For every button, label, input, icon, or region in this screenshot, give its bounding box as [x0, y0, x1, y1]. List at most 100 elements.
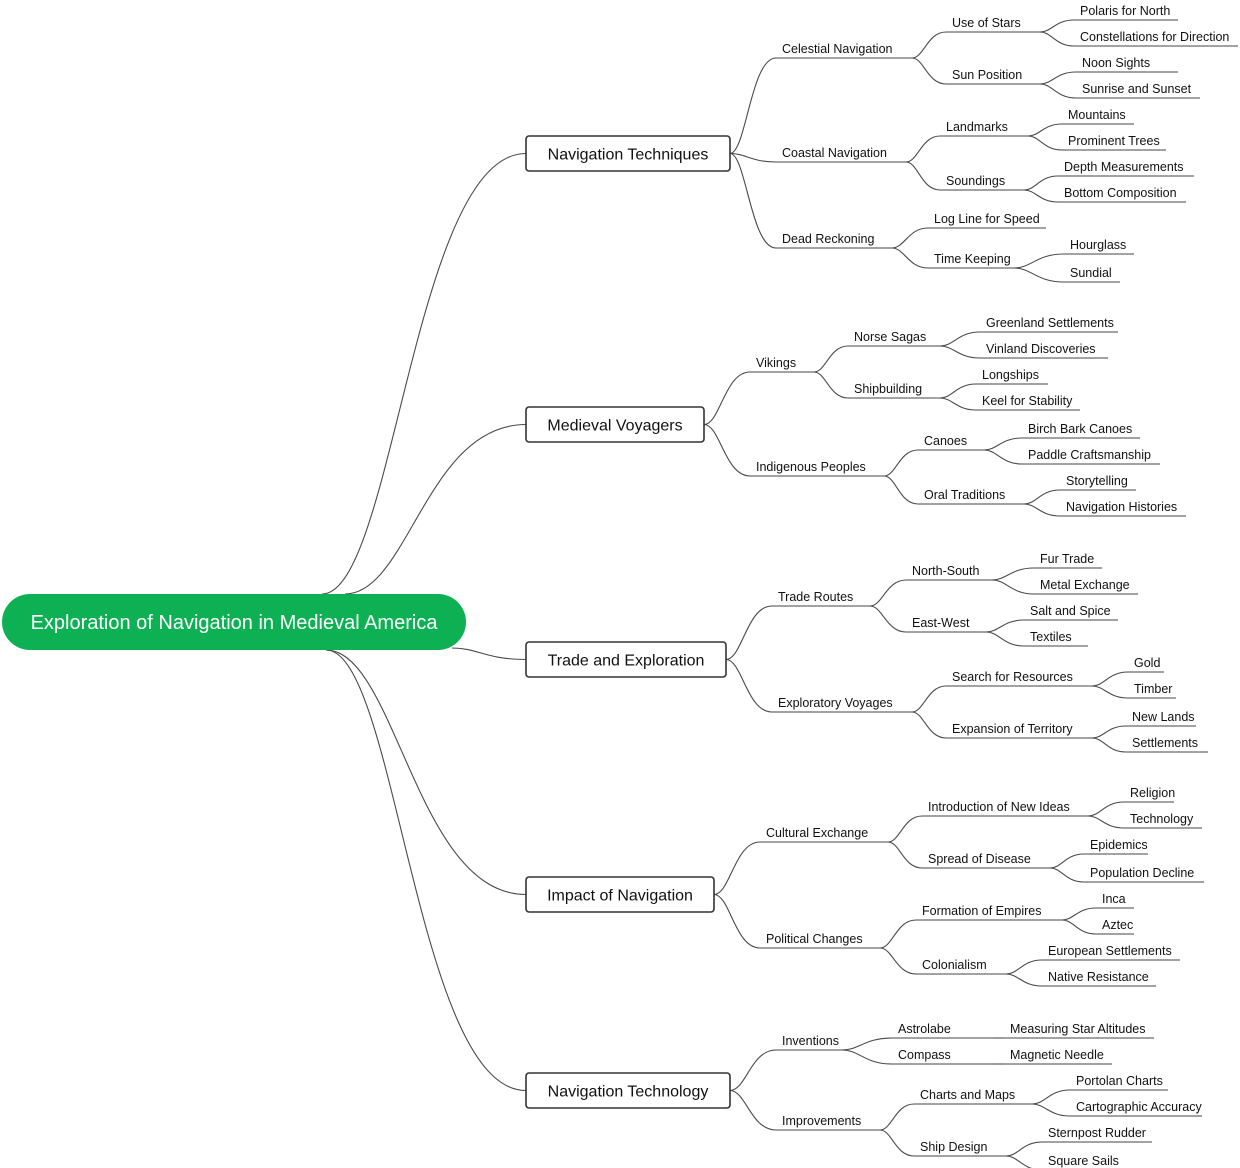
detail-greenland-settlements[interactable]: Greenland Settlements	[986, 316, 1114, 330]
subtopic-landmarks-edge	[905, 135, 941, 163]
detail-textiles[interactable]: Textiles	[1030, 630, 1072, 644]
detail-vinland-discoveries-edge	[939, 345, 981, 359]
detail-square-sails[interactable]: Square Sails	[1048, 1154, 1119, 1168]
detail-sundial[interactable]: Sundial	[1070, 266, 1112, 280]
topic-vikings[interactable]: Vikings	[756, 356, 796, 370]
detail-birch-bark-canoes[interactable]: Birch Bark Canoes	[1028, 422, 1132, 436]
subtopic-soundings[interactable]: Soundings	[946, 174, 1005, 188]
topic-inventions[interactable]: Inventions	[782, 1034, 839, 1048]
detail-vinland-discoveries[interactable]: Vinland Discoveries	[986, 342, 1096, 356]
subtopic-compass-edge	[841, 1049, 893, 1065]
detail-new-lands[interactable]: New Lands	[1132, 710, 1195, 724]
subtopic-astrolabe[interactable]: Astrolabe	[898, 1022, 951, 1036]
branch-impact-of-navigation[interactable]: Impact of Navigation	[525, 876, 715, 913]
detail-sternpost-rudder[interactable]: Sternpost Rudder	[1048, 1126, 1146, 1140]
detail-storytelling[interactable]: Storytelling	[1066, 474, 1128, 488]
detail-polaris-for-north-edge	[1039, 19, 1075, 33]
topic-exploratory-voyages[interactable]: Exploratory Voyages	[778, 696, 893, 710]
detail-aztec[interactable]: Aztec	[1102, 918, 1133, 932]
detail-navigation-histories[interactable]: Navigation Histories	[1066, 500, 1177, 514]
detail-portolan-charts[interactable]: Portolan Charts	[1076, 1074, 1163, 1088]
subtopic-log-line-for-speed[interactable]: Log Line for Speed	[934, 212, 1040, 226]
subtopic-landmarks[interactable]: Landmarks	[946, 120, 1008, 134]
root-node[interactable]: Exploration of Navigation in Medieval Am…	[2, 594, 466, 650]
detail-inca[interactable]: Inca	[1102, 892, 1126, 906]
detail-constellations-for-direction-edge	[1039, 31, 1075, 47]
subtopic-colonialism-edge	[879, 947, 917, 975]
detail-new-lands-edge	[1091, 725, 1127, 739]
detail-religion[interactable]: Religion	[1130, 786, 1175, 800]
topic-celestial-navigation[interactable]: Celestial Navigation	[782, 42, 893, 56]
detail-depth-measurements[interactable]: Depth Measurements	[1064, 160, 1184, 174]
detail-fur-trade[interactable]: Fur Trade	[1040, 552, 1094, 566]
branch-navigation-technology-box	[525, 1072, 731, 1109]
topic-coastal-navigation[interactable]: Coastal Navigation	[782, 146, 887, 160]
subtopic-canoes[interactable]: Canoes	[924, 434, 967, 448]
detail-epidemics-edge	[1049, 853, 1085, 869]
subtopic-east-west[interactable]: East-West	[912, 616, 970, 630]
subtopic-time-keeping[interactable]: Time Keeping	[934, 252, 1011, 266]
detail-gold[interactable]: Gold	[1134, 656, 1160, 670]
detail-paddle-craftsmanship-edge	[983, 449, 1023, 465]
detail-polaris-for-north[interactable]: Polaris for North	[1080, 4, 1170, 18]
detail-longships[interactable]: Longships	[982, 368, 1039, 382]
topic-improvements[interactable]: Improvements	[782, 1114, 861, 1128]
detail-cartographic-accuracy[interactable]: Cartographic Accuracy	[1076, 1100, 1203, 1114]
subtopic-norse-sagas[interactable]: Norse Sagas	[854, 330, 926, 344]
subtopic-sun-position[interactable]: Sun Position	[952, 68, 1022, 82]
branch-navigation-techniques[interactable]: Navigation Techniques	[525, 135, 731, 172]
subtopic-north-south[interactable]: North-South	[912, 564, 979, 578]
topic-dead-reckoning-edge	[729, 152, 777, 249]
detail-timber[interactable]: Timber	[1134, 682, 1172, 696]
subtopic-time-keeping-edge	[891, 247, 929, 269]
detail-native-resistance[interactable]: Native Resistance	[1048, 970, 1149, 984]
subtopic-ship-design[interactable]: Ship Design	[920, 1140, 987, 1154]
detail-population-decline[interactable]: Population Decline	[1090, 866, 1194, 880]
subtopic-search-for-resources[interactable]: Search for Resources	[952, 670, 1073, 684]
subtopic-charts-and-maps[interactable]: Charts and Maps	[920, 1088, 1015, 1102]
detail-keel-for-stability[interactable]: Keel for Stability	[982, 394, 1073, 408]
detail-sunrise-and-sunset[interactable]: Sunrise and Sunset	[1082, 82, 1192, 96]
subtopic-spread-of-disease[interactable]: Spread of Disease	[928, 852, 1031, 866]
branch-medieval-voyagers[interactable]: Medieval Voyagers	[525, 406, 705, 443]
detail-magnetic-needle[interactable]: Magnetic Needle	[1010, 1048, 1104, 1062]
topic-indigenous-peoples[interactable]: Indigenous Peoples	[756, 460, 866, 474]
detail-settlements[interactable]: Settlements	[1132, 736, 1198, 750]
subtopic-expansion-of-territory[interactable]: Expansion of Territory	[952, 722, 1073, 736]
detail-bottom-composition-edge	[1023, 189, 1059, 203]
subtopic-oral-traditions[interactable]: Oral Traditions	[924, 488, 1005, 502]
subtopic-shipbuilding[interactable]: Shipbuilding	[854, 382, 922, 396]
detail-european-settlements-edge	[1005, 959, 1043, 975]
detail-noon-sights-edge	[1039, 71, 1077, 85]
subtopic-introduction-of-new-ideas[interactable]: Introduction of New Ideas	[928, 800, 1070, 814]
detail-hourglass[interactable]: Hourglass	[1070, 238, 1126, 252]
branch-trade-and-exploration[interactable]: Trade and Exploration	[525, 641, 727, 678]
detail-metal-exchange[interactable]: Metal Exchange	[1040, 578, 1130, 592]
topic-political-changes[interactable]: Political Changes	[766, 932, 863, 946]
subtopic-formation-of-empires[interactable]: Formation of Empires	[922, 904, 1041, 918]
detail-constellations-for-direction[interactable]: Constellations for Direction	[1080, 30, 1229, 44]
detail-prominent-trees[interactable]: Prominent Trees	[1068, 134, 1160, 148]
subtopic-compass[interactable]: Compass	[898, 1048, 951, 1062]
branch-navigation-techniques-box	[525, 135, 731, 172]
detail-salt-and-spice[interactable]: Salt and Spice	[1030, 604, 1111, 618]
detail-bottom-composition[interactable]: Bottom Composition	[1064, 186, 1177, 200]
subtopic-formation-of-empires-edge	[879, 919, 917, 949]
branch-navigation-technology[interactable]: Navigation Technology	[525, 1072, 731, 1109]
branch-trade-and-exploration-label: Trade and Exploration	[548, 653, 705, 670]
topic-vikings-edge	[703, 371, 751, 426]
detail-paddle-craftsmanship[interactable]: Paddle Craftsmanship	[1028, 448, 1151, 462]
detail-technology[interactable]: Technology	[1130, 812, 1194, 826]
detail-noon-sights[interactable]: Noon Sights	[1082, 56, 1150, 70]
detail-epidemics[interactable]: Epidemics	[1090, 838, 1148, 852]
detail-hourglass-edge	[1013, 253, 1065, 269]
subtopic-colonialism[interactable]: Colonialism	[922, 958, 987, 972]
detail-european-settlements[interactable]: European Settlements	[1048, 944, 1172, 958]
detail-mountains[interactable]: Mountains	[1068, 108, 1126, 122]
detail-measuring-star-altitudes[interactable]: Measuring Star Altitudes	[1010, 1022, 1146, 1036]
topic-dead-reckoning[interactable]: Dead Reckoning	[782, 232, 874, 246]
subtopic-use-of-stars[interactable]: Use of Stars	[952, 16, 1021, 30]
topic-cultural-exchange[interactable]: Cultural Exchange	[766, 826, 868, 840]
topic-trade-routes[interactable]: Trade Routes	[778, 590, 853, 604]
